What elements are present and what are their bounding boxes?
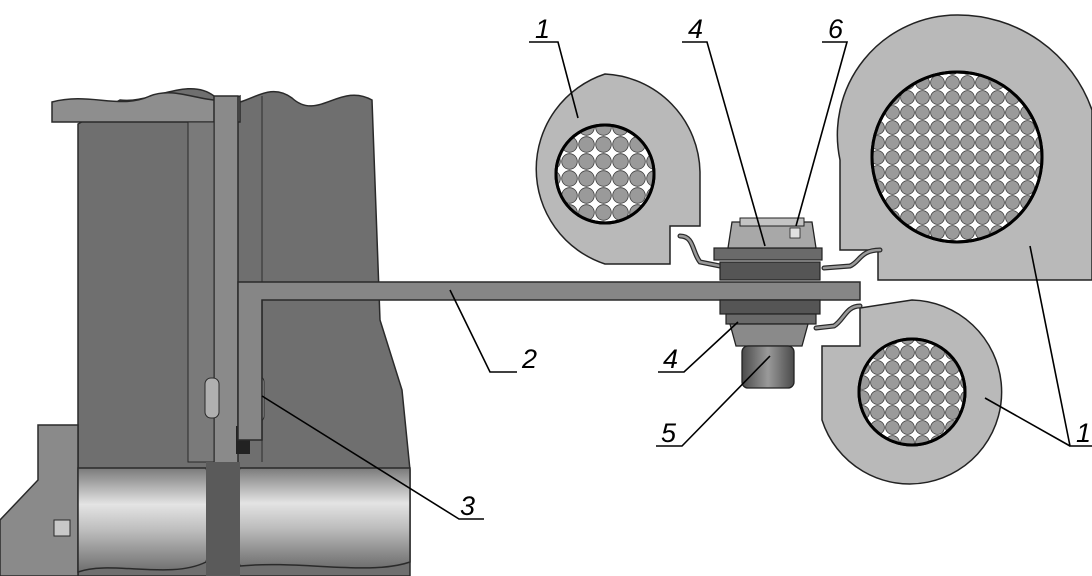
washer-bottom [725,313,817,325]
callout-3: 3 [460,491,475,521]
pipe-gap [206,462,240,576]
nut-bottom [729,323,809,347]
callout-2: 2 [521,344,537,374]
bolt-shank [741,345,795,389]
cable-clips [677,233,883,331]
callout-5: 5 [661,418,677,448]
cable-large-right [836,14,1092,281]
callout-4-lower: 4 [663,344,678,374]
cable-lower-right [821,299,1003,485]
washer-top [713,247,823,261]
callout-1-upper: 1 [535,14,550,44]
callout-labels: 1 4 6 2 4 5 3 1 [460,14,1091,521]
bracket-arm [237,281,861,441]
cable-wires [872,72,1042,242]
steel-post-structure [0,87,411,576]
cable-wires [859,339,965,445]
leader-lines [261,41,1092,520]
lower-left-frame [0,424,79,576]
pipe-right [231,467,411,569]
bolt-assembly [713,217,823,389]
pipe-left [77,467,213,574]
callout-1-right: 1 [1076,418,1091,448]
callout-4-upper: 4 [688,14,703,44]
small-tab [53,519,71,537]
callout-6: 6 [828,14,844,44]
cable-wires [556,125,654,223]
cable-small-upper [535,73,701,265]
